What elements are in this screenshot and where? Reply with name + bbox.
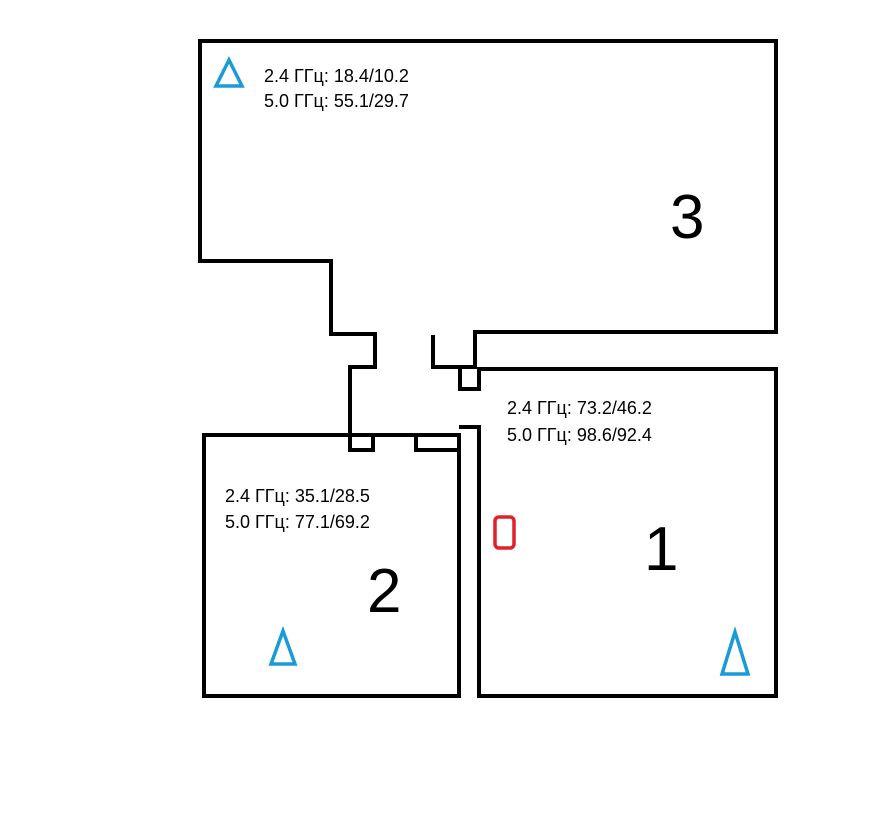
room-3-speed-24ghz: 2.4 ГГц: 18.4/10.2	[264, 66, 409, 86]
room-3-door-stub	[458, 367, 475, 391]
room-2-door-stub-left	[348, 435, 375, 452]
room-2-speed-24ghz: 2.4 ГГц: 35.1/28.5	[225, 486, 370, 506]
room-1-number: 1	[644, 515, 678, 584]
room-2-speed-50ghz: 5.0 ГГц: 77.1/69.2	[225, 512, 370, 532]
room-2	[202, 433, 461, 698]
room-3-walls	[198, 39, 778, 434]
room-1-speed-50ghz: 5.0 ГГц: 98.6/92.4	[507, 425, 652, 445]
room-2-walls	[202, 433, 461, 698]
room-1	[459, 367, 778, 698]
room-3-number: 3	[670, 183, 704, 252]
router-icon	[493, 515, 516, 550]
room-3-access-point-icon	[213, 56, 245, 88]
room-1-walls	[459, 367, 778, 698]
room-3-speed-50ghz: 5.0 ГГц: 55.1/29.7	[264, 91, 409, 111]
room-2-number: 2	[367, 557, 401, 626]
room-2-access-point-icon	[268, 625, 298, 666]
room-2-door-stub-right	[414, 435, 459, 452]
room-1-speed-24ghz: 2.4 ГГц: 73.2/46.2	[507, 398, 652, 418]
room-1-access-point-icon	[719, 626, 751, 676]
